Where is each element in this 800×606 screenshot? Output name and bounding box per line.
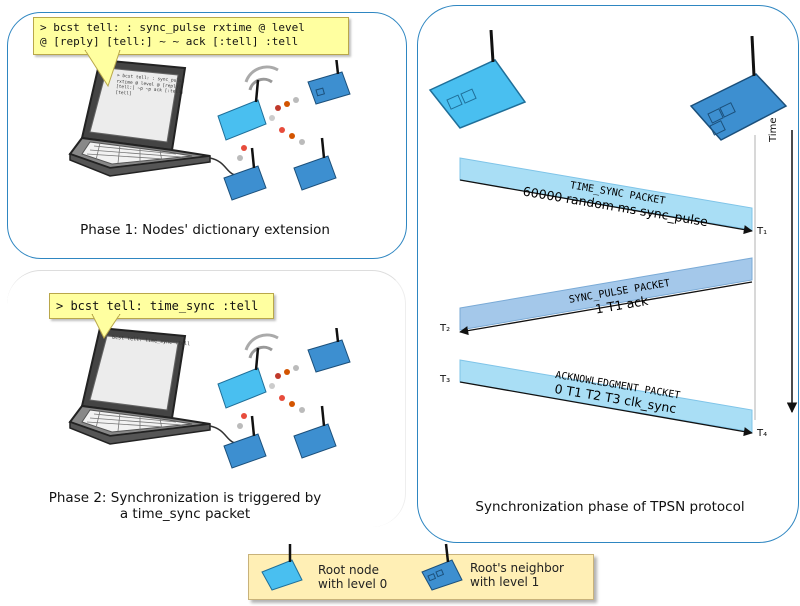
laptop-icon xyxy=(68,58,246,177)
network-nodes-phase1 xyxy=(217,60,351,201)
bubble-pointer xyxy=(91,314,121,339)
phase1-caption: Phase 1: Nodes' dictionary extension xyxy=(80,222,330,238)
command-text: > bcst tell: : sync_pulse rxtime @ level… xyxy=(40,21,305,48)
legend-root: Root node with level 0 xyxy=(318,563,387,591)
sync-pulse-band xyxy=(459,257,753,331)
root-node-icon xyxy=(428,30,527,129)
legend-neighbor-line2: with level 1 xyxy=(470,575,540,589)
phase2-caption-line1: Phase 2: Synchronization is triggered by xyxy=(48,490,322,506)
legend-neighbor-line1: Root's neighbor xyxy=(470,561,564,575)
root-node-icon xyxy=(217,79,267,141)
timeline-diagram xyxy=(459,130,798,437)
command-bubble-phase1: > bcst tell: : sync_pulse rxtime @ level… xyxy=(33,17,349,55)
tpsn-caption: Synchronization phase of TPSN protocol xyxy=(475,499,745,515)
legend-neighbor: Root's neighbor with level 1 xyxy=(470,561,564,589)
command-text: > bcst tell: time_sync :tell xyxy=(56,299,259,313)
bubble-pointer xyxy=(84,50,121,88)
phase2-caption: Phase 2: Synchronization is triggered by… xyxy=(20,490,350,522)
network-nodes-phase2 xyxy=(217,328,351,469)
t1-label: T₁ xyxy=(757,226,768,237)
legend-box xyxy=(248,554,594,600)
root-node-legend-icon xyxy=(261,544,303,591)
legend-root-line2: with level 0 xyxy=(318,577,388,591)
t4-label: T₄ xyxy=(757,428,768,439)
phase2-caption-line2: a time_sync packet xyxy=(119,506,251,522)
legend-root-line1: Root node xyxy=(318,563,379,577)
neighbor-node-legend-icon xyxy=(421,543,463,591)
neighbor-node-icon xyxy=(689,36,788,141)
t3-label: T₃ xyxy=(440,374,451,385)
laptop-icon xyxy=(68,326,246,445)
time-axis-label: Time xyxy=(768,117,779,142)
t2-label: T₂ xyxy=(440,323,451,334)
command-bubble-phase2: > bcst tell: time_sync :tell xyxy=(49,293,274,319)
